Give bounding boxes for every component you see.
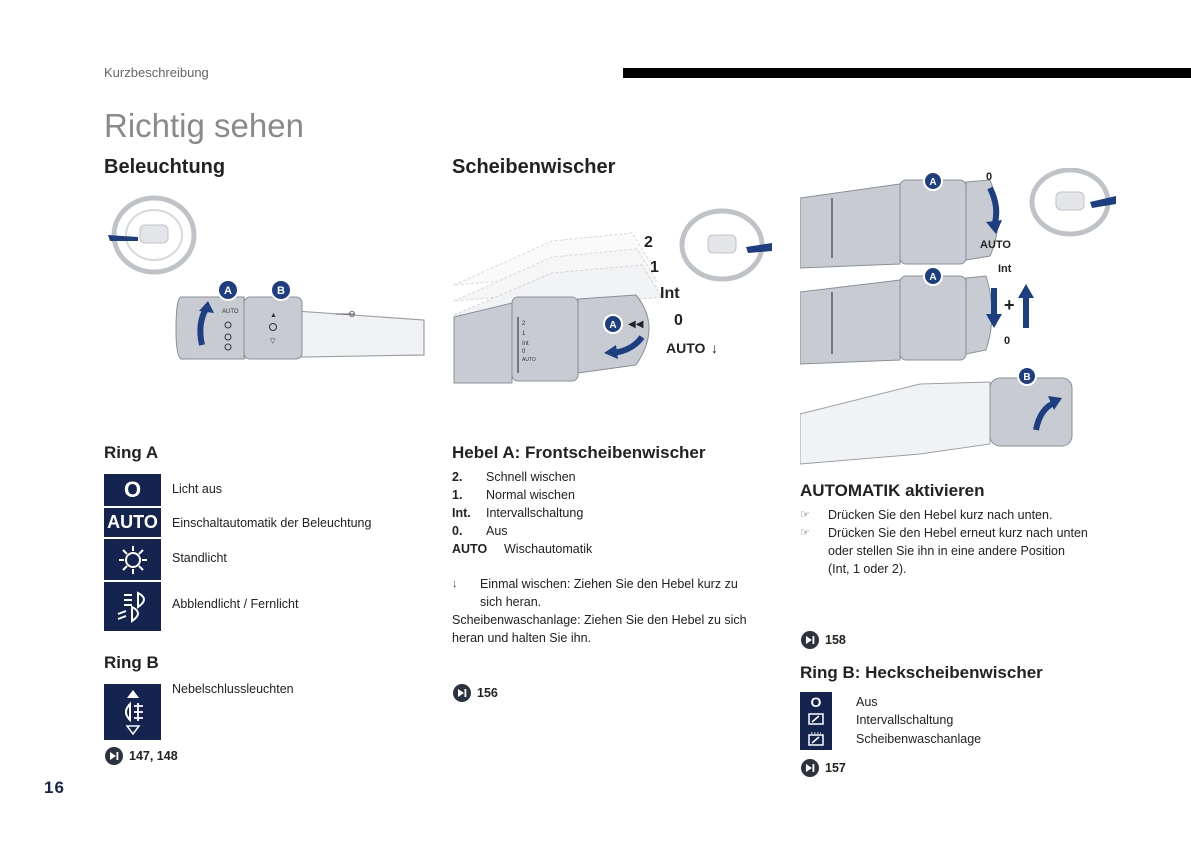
- lever-a-row: 1. Normal wischen: [452, 486, 772, 504]
- svg-text:1: 1: [522, 331, 526, 337]
- auto-line-2: Drücken Sie den Hebel erneut kurz nach u…: [828, 526, 1088, 540]
- intermittent-rear-wipe-icon: [800, 711, 832, 729]
- auto-label: AUTO: [980, 239, 1011, 251]
- rear-item-washer: Scheibenwaschanlage: [856, 732, 982, 746]
- svg-text:↓: ↓: [711, 340, 718, 356]
- page-ref-auto[interactable]: 158: [801, 631, 846, 649]
- page-ref-icon: [801, 759, 819, 777]
- washer-line2: heran und halten Sie ihn.: [452, 631, 591, 645]
- page-title: Richtig sehen: [104, 107, 304, 144]
- page-ref-wipers[interactable]: 156: [453, 684, 498, 702]
- auto-zero-1: 0: [986, 171, 992, 183]
- sidelight-icon: [104, 539, 161, 580]
- auto-badge-a1: A: [929, 177, 936, 188]
- rear-item-intermittent: Intervallschaltung: [856, 713, 954, 727]
- lever-a-row: 0. Aus: [452, 522, 772, 540]
- lighting-heading: Beleuchtung: [104, 156, 226, 178]
- lever-a-key: Int.: [452, 506, 471, 520]
- washer-line1: Scheibenwaschanlage: Ziehen Sie den Hebe…: [452, 613, 747, 627]
- lever-a-row: Int. Intervallschaltung: [452, 504, 772, 522]
- dipped-main-beam-icon: [104, 582, 161, 631]
- svg-text:+: +: [1004, 295, 1015, 315]
- badge-a: A: [224, 285, 232, 297]
- hand-pointer-icon: ☞: [800, 527, 810, 539]
- wiper-stalk-diagram: 2 1 Int 0 AUTO A ◀◀ 2 1 Int 0 AUTO ↓: [453, 208, 772, 384]
- svg-text:AUTO: AUTO: [222, 309, 239, 315]
- single-wipe-note: ↓ Einmal wischen: Ziehen Sie den Hebel ku…: [452, 575, 772, 647]
- svg-text:Int: Int: [522, 341, 529, 347]
- page-ref-icon: [801, 631, 819, 649]
- lever-a-positions: 2.Schnell wischen 1.Normal wischen Int.I…: [452, 468, 772, 558]
- page-ref-icon: [105, 747, 123, 765]
- lever-a-row: 2. Schnell wischen: [452, 468, 772, 486]
- auto-icon: AUTO: [104, 508, 161, 537]
- wiper-badge-a: A: [609, 320, 616, 331]
- hand-pointer-icon: ☞: [800, 509, 810, 521]
- ring-b-heading: Ring B: [104, 653, 159, 672]
- page-number: 16: [44, 778, 65, 797]
- wiper-pos-int: Int: [660, 285, 680, 302]
- svg-text:AUTO: AUTO: [522, 357, 536, 363]
- off-icon: O: [104, 474, 161, 506]
- header-rule: [623, 68, 1191, 78]
- ring-a-item-off: Licht aus: [172, 482, 223, 496]
- page-ref-rear-wiper-label: 157: [825, 761, 846, 775]
- lever-a-row: AUTO Wischautomatik: [452, 540, 772, 558]
- down-arrow-icon: ↓: [452, 578, 458, 590]
- auto-badge-b: B: [1023, 372, 1030, 383]
- auto-line-3: oder stellen Sie ihn in eine andere Posi…: [828, 544, 1065, 558]
- ring-b-item-rear-fog: Nebelschlussleuchten: [172, 682, 294, 696]
- auto-int-label: Int: [998, 263, 1012, 275]
- page-ref-rear-wiper[interactable]: 157: [801, 759, 846, 777]
- single-wipe-line2: sich heran.: [480, 595, 542, 609]
- auto-instructions: ☞Drücken Sie den Hebel kurz nach unten. …: [800, 506, 1120, 578]
- page-ref-lighting[interactable]: 147, 148: [105, 747, 178, 765]
- lever-a-value: Wischautomatik: [504, 542, 593, 556]
- single-wipe-line1: Einmal wischen: Ziehen Sie den Hebel kur…: [480, 577, 738, 591]
- rear-wiper-heading: Ring B: Heckscheibenwischer: [800, 663, 1043, 682]
- svg-text:0: 0: [522, 349, 526, 355]
- lever-a-value: Intervallschaltung: [486, 506, 584, 520]
- wiper-pos-2: 2: [644, 234, 653, 251]
- wiper-pos-0: 0: [674, 312, 683, 329]
- svg-text:▽: ▽: [270, 338, 276, 345]
- lever-a-heading: Hebel A: Frontscheibenwischer: [452, 443, 706, 462]
- auto-heading: AUTOMATIK aktivieren: [800, 481, 985, 500]
- page-ref-icon: [453, 684, 471, 702]
- wipers-heading: Scheibenwischer: [452, 156, 616, 178]
- svg-text:2: 2: [522, 321, 526, 327]
- rear-item-off: Aus: [856, 695, 878, 709]
- svg-text:▲: ▲: [270, 312, 277, 319]
- svg-text:◀◀: ◀◀: [628, 319, 644, 330]
- page-ref-lighting-label: 147, 148: [129, 749, 178, 763]
- auto-badge-a2: A: [929, 272, 936, 283]
- page-ref-auto-label: 158: [825, 633, 846, 647]
- wiper-pos-auto: AUTO: [666, 340, 706, 356]
- lever-a-value: Normal wischen: [486, 488, 575, 502]
- lever-a-value: Schnell wischen: [486, 470, 576, 484]
- section-label: Kurzbeschreibung: [104, 65, 209, 80]
- page-ref-wipers-label: 156: [477, 686, 498, 700]
- lever-a-key: 2.: [452, 470, 463, 484]
- rear-washer-icon: [800, 731, 832, 749]
- auto-line-4: (Int, 1 oder 2).: [828, 562, 907, 576]
- auto-line-1: Drücken Sie den Hebel kurz nach unten.: [828, 508, 1053, 522]
- ring-a-item-dipped-main: Abblendlicht / Fernlicht: [172, 597, 299, 611]
- badge-b: B: [277, 285, 285, 297]
- ring-a-item-auto: Einschaltautomatik der Beleuchtung: [172, 516, 372, 530]
- rear-fog-icon: [104, 684, 161, 740]
- lever-a-key: AUTO: [452, 542, 488, 556]
- wiper-pos-1: 1: [650, 259, 659, 276]
- lever-a-key: 1.: [452, 488, 463, 502]
- ring-a-heading: Ring A: [104, 443, 159, 462]
- auto-wiper-diagram: A 0 AUTO Int + A 0 B: [800, 168, 1116, 465]
- lever-a-key: 0.: [452, 524, 463, 538]
- lever-a-value: Aus: [486, 524, 508, 538]
- ring-a-item-sidelight: Standlicht: [172, 551, 227, 565]
- lighting-stalk-diagram: AUTO ▲ ▽ A B: [108, 195, 425, 360]
- auto-zero-2: 0: [1004, 335, 1010, 347]
- rear-off-icon: O: [810, 694, 822, 710]
